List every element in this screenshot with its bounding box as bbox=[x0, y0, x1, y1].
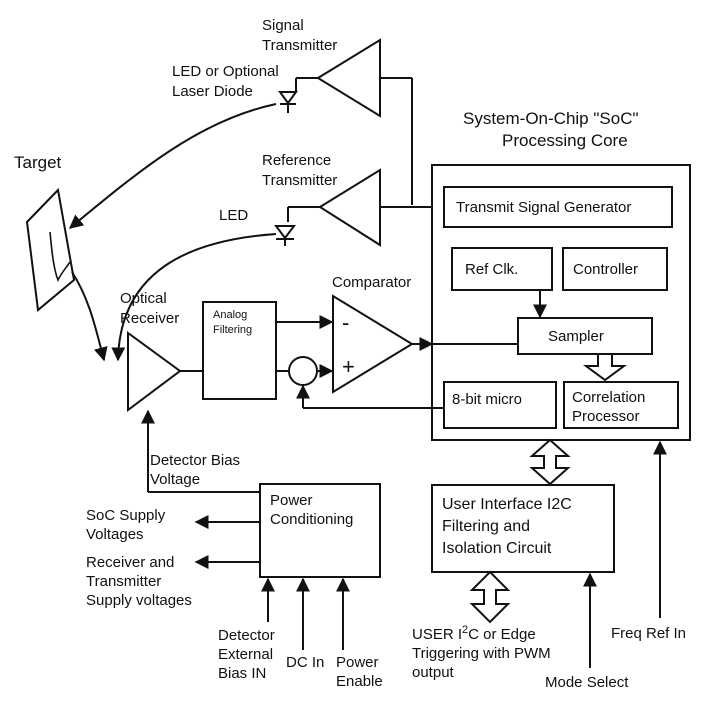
target-label: Target bbox=[14, 153, 62, 172]
correlation-processor-label-2: Processor bbox=[572, 408, 640, 425]
led-or-laser-label-2: Laser Diode bbox=[172, 83, 253, 100]
comparator: Comparator - + bbox=[332, 274, 518, 394]
comparator-minus: - bbox=[342, 310, 349, 335]
ref-clk-box bbox=[451, 247, 553, 291]
power-conditioning-label-1: Power bbox=[270, 492, 313, 509]
freq-ref-in-label: Freq Ref In bbox=[611, 625, 686, 642]
led-or-laser-label-1: LED or Optional bbox=[172, 63, 279, 80]
soc-supply-label-1: SoC Supply bbox=[86, 507, 166, 524]
user-interface-box bbox=[431, 484, 615, 573]
correlation-processor-box bbox=[563, 381, 679, 429]
target-surface bbox=[25, 187, 76, 312]
laser-diode-icon: LED or Optional Laser Diode bbox=[172, 63, 298, 113]
user-io-bus-arrow bbox=[469, 570, 511, 624]
optical-receiver-label-1: Optical bbox=[120, 290, 167, 307]
user-interface-label-3: Isolation Circuit bbox=[442, 540, 552, 557]
power-conditioning-label-2: Conditioning bbox=[270, 511, 353, 528]
rx-tx-supply-label-1: Receiver and bbox=[86, 554, 174, 571]
detector-bias-label-1: Detector Bias bbox=[150, 452, 240, 469]
reference-transmitter-label-1: Reference bbox=[262, 152, 331, 169]
reference-transmitter: Reference Transmitter bbox=[262, 152, 432, 247]
detector-external-bias-label-1: Detector bbox=[218, 627, 275, 644]
sampler-label: Sampler bbox=[548, 328, 604, 345]
sampler-box bbox=[517, 317, 653, 355]
micro-label: 8-bit micro bbox=[452, 391, 522, 408]
optical-receiver-amplifier bbox=[127, 331, 182, 412]
comparator-symbol bbox=[332, 294, 414, 394]
reference-beam bbox=[111, 233, 277, 362]
user-i2c-label-1: USER I2C or Edge bbox=[412, 624, 536, 643]
transmit-signal-generator-box bbox=[443, 186, 673, 228]
dc-in-label: DC In bbox=[286, 654, 324, 671]
summing-junction bbox=[288, 356, 318, 386]
soc-supply-label-2: Voltages bbox=[86, 526, 144, 543]
micro-box bbox=[443, 381, 557, 429]
comparator-plus: + bbox=[342, 354, 355, 379]
controller-box bbox=[562, 247, 668, 291]
correlation-processor-label-1: Correlation bbox=[572, 389, 645, 406]
detector-bias-label-2: Voltage bbox=[150, 471, 200, 488]
power-enable-label-1: Power bbox=[336, 654, 379, 671]
optical-receiver-label-2: Receiver bbox=[120, 310, 179, 327]
power-enable-label-2: Enable bbox=[336, 673, 383, 690]
rx-tx-supply-label-3: Supply voltages bbox=[86, 592, 192, 609]
user-i2c-label-3: output bbox=[412, 664, 455, 681]
ref-clk-label: Ref Clk. bbox=[465, 261, 518, 278]
target: Target bbox=[14, 153, 76, 312]
signal-transmitter-label-1: Signal bbox=[262, 17, 304, 34]
comparator-label: Comparator bbox=[332, 274, 411, 291]
signal-beam bbox=[68, 103, 277, 229]
analog-filtering-box bbox=[202, 301, 277, 400]
detector-external-bias-label-3: Bias IN bbox=[218, 665, 266, 682]
power-conditioning-box bbox=[259, 483, 381, 578]
sampler-to-correlation-arrow bbox=[582, 353, 628, 382]
user-interface-label-1: User Interface I2C bbox=[442, 496, 572, 513]
transmit-signal-generator-label: Transmit Signal Generator bbox=[456, 199, 631, 216]
optical-receiver: Optical Receiver bbox=[120, 290, 203, 412]
soc-ui-bus-arrow bbox=[529, 438, 571, 486]
analog-filtering-label-1: Analog bbox=[213, 309, 247, 321]
controller-label: Controller bbox=[573, 261, 638, 278]
mode-select-label: Mode Select bbox=[545, 674, 629, 691]
soc-title-2: Processing Core bbox=[502, 131, 628, 150]
reference-transmitter-label-2: Transmitter bbox=[262, 172, 337, 189]
soc-title-1: System-On-Chip "SoC" bbox=[463, 109, 639, 128]
signal-transmitter-label-2: Transmitter bbox=[262, 37, 337, 54]
detector-external-bias-label-2: External bbox=[218, 646, 273, 663]
user-i2c-label-2: Triggering with PWM bbox=[412, 645, 551, 662]
analog-filtering-label-2: Filtering bbox=[213, 324, 252, 336]
user-interface-label-2: Filtering and bbox=[442, 518, 530, 535]
reflected-beam bbox=[71, 271, 108, 362]
rx-tx-supply-label-2: Transmitter bbox=[86, 573, 161, 590]
led-label: LED bbox=[219, 207, 248, 224]
led-icon: LED bbox=[219, 207, 296, 246]
signal-transmitter: Signal Transmitter bbox=[262, 17, 413, 205]
